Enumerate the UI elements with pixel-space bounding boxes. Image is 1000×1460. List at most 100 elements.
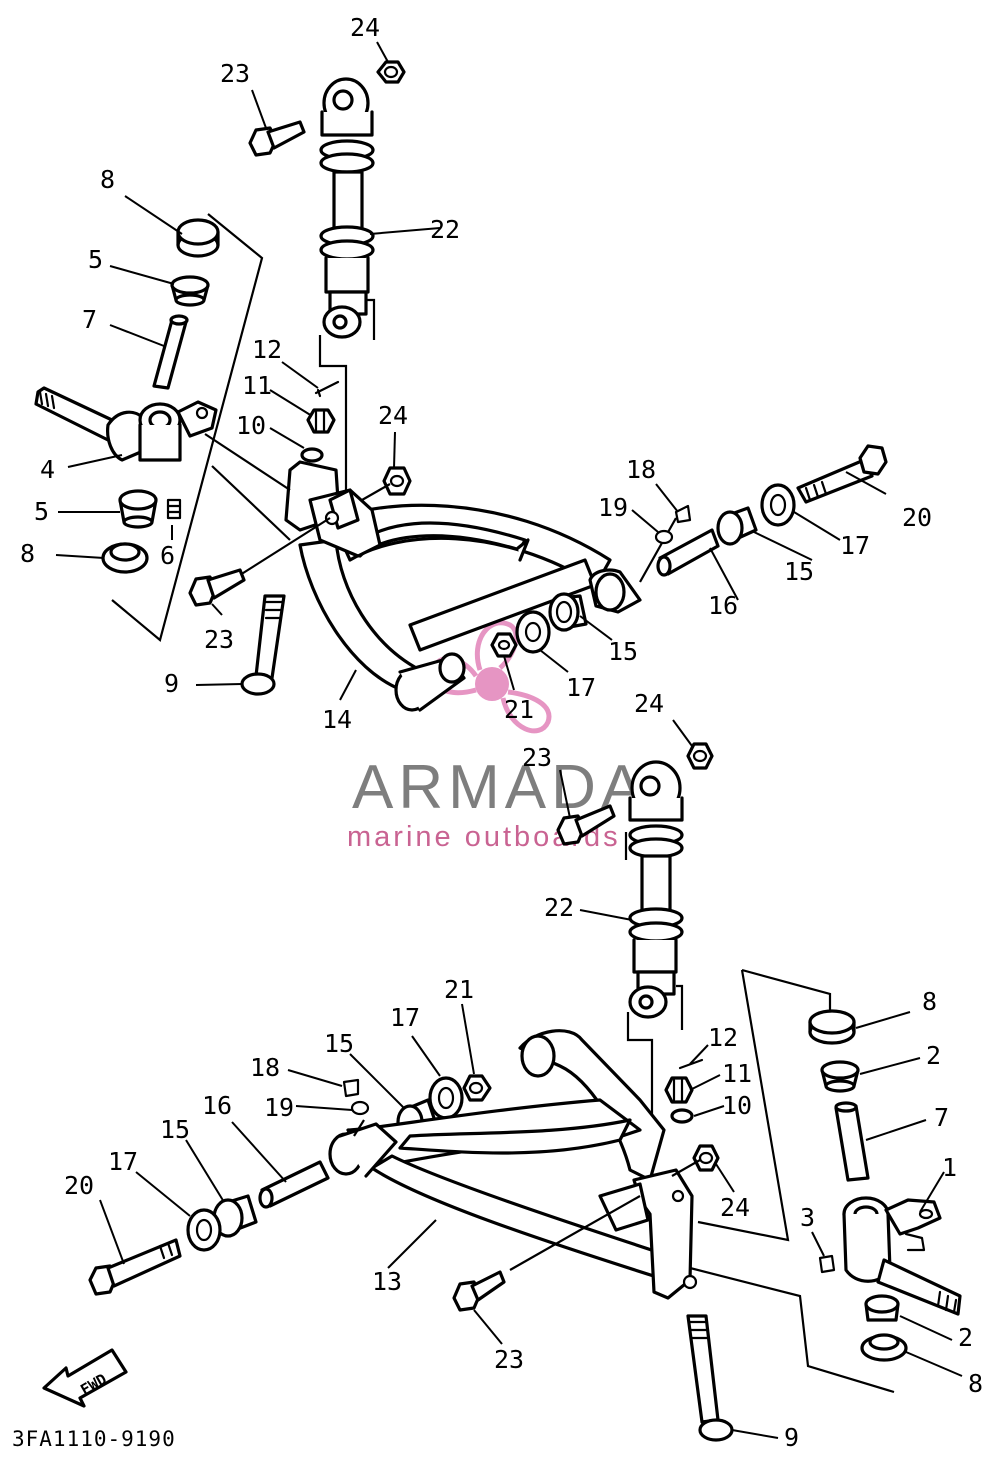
callout: 6 <box>160 541 175 570</box>
callout: 20 <box>902 503 932 532</box>
cap-8-upper-bottom <box>101 542 149 574</box>
callout: 19 <box>598 493 628 522</box>
knuckle-4 <box>34 386 218 462</box>
washer-19-upper <box>654 529 674 545</box>
callout: 14 <box>322 705 352 734</box>
callout: 21 <box>504 695 534 724</box>
callout: 8 <box>922 987 937 1016</box>
callout: 19 <box>264 1093 294 1122</box>
callout: 9 <box>784 1423 799 1452</box>
callout: 3 <box>800 1203 815 1232</box>
callout: 9 <box>164 669 179 698</box>
upper-arm-14 <box>284 460 642 712</box>
collar-7-upper <box>152 314 189 390</box>
callout: 15 <box>324 1029 354 1058</box>
callout: 20 <box>64 1171 94 1200</box>
lower-arm-13 <box>328 1029 698 1300</box>
bolt-23-lower-bottom <box>452 1270 506 1312</box>
callout: 11 <box>242 371 272 400</box>
washer-17-upper-right <box>760 483 796 527</box>
callout: 23 <box>204 625 234 654</box>
callout: 15 <box>784 557 814 586</box>
guide-line-upper-left <box>111 213 264 642</box>
callout: 11 <box>722 1059 752 1088</box>
guide-line-lower-bolt <box>509 1195 641 1271</box>
bolt-23-lower-top <box>556 804 616 846</box>
bolt-9-lower <box>686 1314 734 1442</box>
washer-19-lower <box>350 1100 370 1116</box>
grease-nipple-18-lower <box>342 1078 360 1098</box>
washer-17-lower-mid <box>428 1076 464 1120</box>
collar-7-lower <box>834 1101 870 1182</box>
callout: 23 <box>522 743 552 772</box>
callout: 13 <box>372 1267 402 1296</box>
guide-line-lower-nut <box>671 1159 701 1177</box>
callout: 15 <box>608 637 638 666</box>
callout: 8 <box>968 1369 983 1398</box>
shock-absorber-lower <box>624 760 684 1180</box>
bolt-20-lower <box>88 1238 182 1296</box>
bolt-23-upper-mid <box>188 568 246 607</box>
grease-nipple-6 <box>166 498 182 520</box>
callout: 8 <box>100 165 115 194</box>
collar-16-upper <box>656 528 720 577</box>
callout: 7 <box>934 1103 949 1132</box>
cotter-pin-12-upper <box>314 380 340 398</box>
cap-8-lower-bottom <box>860 1333 908 1362</box>
bolt-9-upper <box>240 594 286 696</box>
leader-lines-upper <box>55 41 887 701</box>
callout: 24 <box>634 689 664 718</box>
callout: 12 <box>708 1023 738 1052</box>
collar-16-lower <box>258 1160 330 1209</box>
callout: 10 <box>722 1091 752 1120</box>
callout: 23 <box>494 1345 524 1374</box>
nut-24-upper-top <box>376 60 406 84</box>
callout: 10 <box>236 411 266 440</box>
lower-assembly: FWD <box>42 719 963 1442</box>
nut-24-lower-mid <box>692 1144 720 1172</box>
guide-line-upper-right <box>639 517 677 583</box>
callout: 18 <box>626 455 656 484</box>
callout: 17 <box>390 1003 420 1032</box>
callout: 18 <box>250 1053 280 1082</box>
bushing-15-upper-right <box>716 506 758 546</box>
bushing-15-upper-mid <box>548 592 588 632</box>
callout: 17 <box>566 673 596 702</box>
callout: 8 <box>20 539 35 568</box>
guide-line-lower-bottom <box>689 1266 895 1394</box>
callout: 24 <box>720 1193 750 1222</box>
callout: 17 <box>108 1147 138 1176</box>
nut-24-upper-mid <box>382 466 412 496</box>
guide-line-upper-bolt <box>239 517 331 576</box>
bolt-23-upper-top <box>248 120 306 157</box>
bolt-20-upper <box>796 444 888 504</box>
bushing-5-upper-bottom <box>118 489 158 529</box>
bushing-2-lower-top <box>820 1060 860 1093</box>
nut-21-lower <box>462 1074 492 1102</box>
callout: 15 <box>160 1115 190 1144</box>
fwd-arrow-icon: FWD <box>42 1348 128 1408</box>
callout: 22 <box>544 893 574 922</box>
callout: 7 <box>82 305 97 334</box>
callout: 24 <box>350 13 380 42</box>
washer-17-upper-mid <box>515 610 551 654</box>
callouts-upper: 24 23 8 22 5 7 12 11 24 10 4 18 5 19 20 … <box>20 13 932 734</box>
upper-assembly <box>34 41 888 712</box>
guide-line-lower-right-vert <box>697 969 790 1242</box>
leader-lines-lower <box>99 719 963 1439</box>
callout: 21 <box>444 975 474 1004</box>
callout: 24 <box>378 401 408 430</box>
nut-11-lower <box>664 1076 694 1104</box>
callout: 23 <box>220 59 250 88</box>
nut-24-lower-top <box>686 742 714 770</box>
cap-8-upper-top <box>176 218 220 258</box>
callout: 5 <box>34 497 49 526</box>
nut-21-upper <box>490 632 518 658</box>
callout: 16 <box>708 591 738 620</box>
nut-11-upper <box>306 408 336 434</box>
shock-absorber-upper <box>318 77 376 500</box>
bushing-2-lower-bottom <box>864 1294 900 1322</box>
washer-10-upper <box>300 447 324 463</box>
callout: 4 <box>40 455 55 484</box>
callout: 2 <box>958 1323 973 1352</box>
